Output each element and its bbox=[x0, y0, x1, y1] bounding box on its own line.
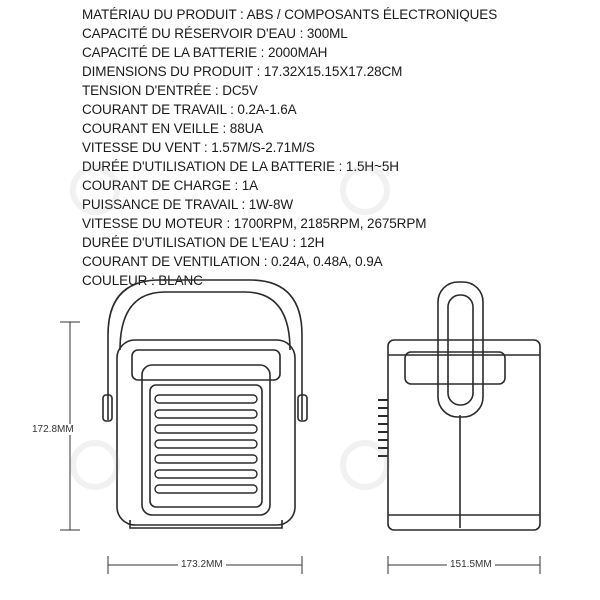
spec-wind-speed: VITESSE DU VENT : 1.57M/S-2.71M/S bbox=[82, 140, 315, 155]
spec-input-voltage: TENSION D'ENTRÉE : DC5V bbox=[82, 83, 258, 98]
depth-dimension-label: 151.5MM bbox=[447, 559, 495, 570]
spec-working-current: COURANT DE TRAVAIL : 0.2A-1.6A bbox=[82, 102, 297, 117]
spec-color: COULEUR : BLANC bbox=[82, 273, 203, 288]
spec-motor-speed: VITESSE DU MOTEUR : 1700RPM, 2185RPM, 26… bbox=[82, 216, 427, 231]
spec-standby-current: COURANT EN VEILLE : 88UA bbox=[82, 121, 264, 136]
spec-water-duration: DURÉE D'UTILISATION DE L'EAU : 12H bbox=[82, 235, 325, 250]
side-body bbox=[387, 339, 541, 531]
side-view bbox=[378, 281, 541, 531]
height-dimension-label: 172.8MM bbox=[30, 424, 76, 435]
spec-tank-capacity: CAPACITÉ DU RÉSERVOIR D'EAU : 300ML bbox=[82, 26, 348, 41]
spec-battery-capacity: CAPACITÉ DE LA BATTERIE : 2000MAH bbox=[82, 45, 328, 60]
side-handle bbox=[437, 281, 484, 418]
front-view bbox=[102, 279, 308, 529]
front-handle bbox=[107, 279, 303, 420]
spec-fan-current: COURANT DE VENTILATION : 0.24A, 0.48A, 0… bbox=[82, 254, 383, 269]
spec-charge-current: COURANT DE CHARGE : 1A bbox=[82, 178, 259, 193]
watermark-logo bbox=[70, 165, 390, 490]
spec-battery-duration: DURÉE D'UTILISATION DE LA BATTERIE : 1.5… bbox=[82, 159, 399, 174]
spec-list: MATÉRIAU DU PRODUIT : ABS / COMPOSANTS É… bbox=[82, 5, 497, 290]
spec-dimensions: DIMENSIONS DU PRODUIT : 17.32X15.15X17.2… bbox=[82, 64, 403, 79]
front-body bbox=[116, 339, 296, 526]
width-dimension-label: 173.2MM bbox=[178, 559, 226, 570]
spec-material: MATÉRIAU DU PRODUIT : ABS / COMPOSANTS É… bbox=[82, 7, 498, 22]
spec-power: PUISSANCE DE TRAVAIL : 1W-8W bbox=[82, 197, 293, 212]
front-grille bbox=[154, 394, 258, 494]
